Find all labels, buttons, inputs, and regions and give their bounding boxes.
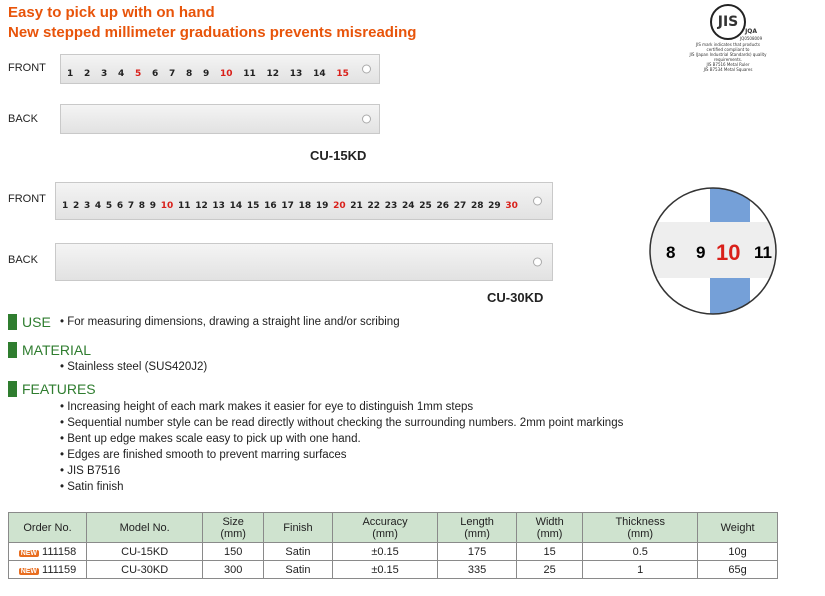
ruler-number: 11 bbox=[177, 201, 191, 211]
ruler-number: 16 bbox=[264, 201, 277, 211]
front-label-30: FRONT bbox=[8, 193, 46, 205]
table-header: Weight bbox=[697, 512, 778, 543]
ruler-number: 17 bbox=[281, 201, 294, 211]
front-label-15: FRONT bbox=[8, 62, 46, 74]
feature-item: • Bent up edge makes scale easy to pick … bbox=[60, 433, 361, 445]
ruler-number: 5 bbox=[135, 69, 142, 79]
ruler-number: 9 bbox=[149, 201, 157, 211]
zoom-num-11: 11 bbox=[754, 243, 772, 262]
ruler-number: 4 bbox=[94, 201, 102, 211]
ruler-number: 15 bbox=[336, 69, 349, 79]
table-header: Size (mm) bbox=[202, 512, 264, 543]
table-header: Model No. bbox=[85, 512, 204, 543]
ruler-number: 21 bbox=[350, 201, 363, 211]
model-cu15kd: CU-15KD bbox=[310, 148, 367, 163]
ruler-number: 8 bbox=[186, 69, 193, 79]
ruler-number: 3 bbox=[83, 201, 91, 211]
table-header: Finish bbox=[262, 512, 333, 543]
ruler-number: 27 bbox=[453, 201, 467, 211]
new-badge: NEW bbox=[18, 567, 40, 575]
section-use: USE bbox=[8, 314, 51, 330]
ruler-cu15-back bbox=[60, 104, 380, 134]
feature-item: • Edges are finished smooth to prevent m… bbox=[60, 449, 347, 461]
ruler-number: 10 bbox=[160, 201, 174, 211]
ruler-number: 1 bbox=[62, 201, 69, 211]
ruler-number: 19 bbox=[315, 201, 329, 211]
zoom-num-8: 8 bbox=[666, 243, 675, 262]
ruler-number: 30 bbox=[505, 201, 518, 211]
hang-hole bbox=[362, 114, 371, 124]
ruler-number: 2 bbox=[84, 69, 91, 79]
hang-hole bbox=[533, 257, 542, 267]
ruler-number: 6 bbox=[116, 201, 124, 211]
hang-hole bbox=[362, 64, 371, 74]
ruler-number: 6 bbox=[152, 69, 159, 79]
ruler-number: 3 bbox=[101, 69, 108, 79]
feature-item: • Satin finish bbox=[60, 481, 124, 493]
ruler-number: 7 bbox=[169, 69, 176, 79]
ruler-number: 1 bbox=[67, 69, 74, 79]
spec-table: Order No. Model No. Size (mm) Finish Acc… bbox=[8, 512, 778, 579]
feature-item: • Increasing height of each mark makes i… bbox=[60, 401, 474, 413]
ruler-number: 12 bbox=[266, 69, 280, 79]
hang-hole bbox=[533, 196, 542, 206]
new-badge: NEW bbox=[18, 549, 40, 557]
headline-2: New stepped millimeter graduations preve… bbox=[8, 24, 417, 41]
ruler-number: 29 bbox=[488, 201, 501, 211]
ruler-number: 14 bbox=[313, 69, 326, 79]
ruler-number: 8 bbox=[138, 201, 146, 211]
ruler-number: 2 bbox=[72, 201, 80, 211]
material-text: • Stainless steel (SUS420J2) bbox=[60, 361, 208, 373]
ruler-number: 20 bbox=[333, 201, 346, 211]
section-material: MATERIAL bbox=[8, 342, 91, 358]
ruler-number: 25 bbox=[419, 201, 432, 211]
back-label-15: BACK bbox=[8, 113, 38, 125]
ruler-number: 28 bbox=[470, 201, 484, 211]
ruler-number: 7 bbox=[127, 201, 135, 211]
feature-item: • JIS B7516 bbox=[60, 465, 121, 477]
table-header: Accuracy (mm) bbox=[331, 512, 439, 543]
ruler-cu30-back bbox=[55, 243, 553, 281]
ruler-number: 22 bbox=[367, 201, 381, 211]
model-cu30kd: CU-30KD bbox=[487, 290, 544, 305]
ruler-number: 18 bbox=[298, 201, 312, 211]
ruler-number: 5 bbox=[105, 201, 113, 211]
table-header: Width (mm) bbox=[515, 512, 584, 543]
ruler-number: 13 bbox=[289, 69, 303, 79]
section-features: FEATURES bbox=[8, 381, 96, 397]
table-header: Thickness (mm) bbox=[582, 512, 699, 543]
ruler-number: 9 bbox=[203, 69, 210, 79]
headline-1: Easy to pick up with on hand bbox=[8, 4, 215, 21]
back-label-30: BACK bbox=[8, 254, 38, 266]
jis-logo: JIS bbox=[710, 4, 746, 40]
table-header: Order No. bbox=[8, 512, 87, 543]
ruler-number: 15 bbox=[246, 201, 260, 211]
ruler-number: 24 bbox=[402, 201, 415, 211]
ruler-number: 13 bbox=[212, 201, 225, 211]
ruler-number: 4 bbox=[118, 69, 125, 79]
ruler-number: 12 bbox=[195, 201, 208, 211]
ruler-number: 11 bbox=[243, 69, 256, 79]
feature-item: • Sequential number style can be read di… bbox=[60, 417, 624, 429]
use-text: • For measuring dimensions, drawing a st… bbox=[60, 316, 400, 328]
zoom-num-9: 9 bbox=[696, 243, 705, 262]
zoom-num-10: 10 bbox=[716, 240, 740, 265]
ruler-number: 10 bbox=[220, 69, 233, 79]
graduation-zoom: 8 9 10 11 bbox=[649, 187, 777, 315]
ruler-number: 14 bbox=[229, 201, 243, 211]
ruler-number: 26 bbox=[436, 201, 449, 211]
table-header: Length (mm) bbox=[437, 512, 517, 543]
ruler-number: 23 bbox=[384, 201, 398, 211]
